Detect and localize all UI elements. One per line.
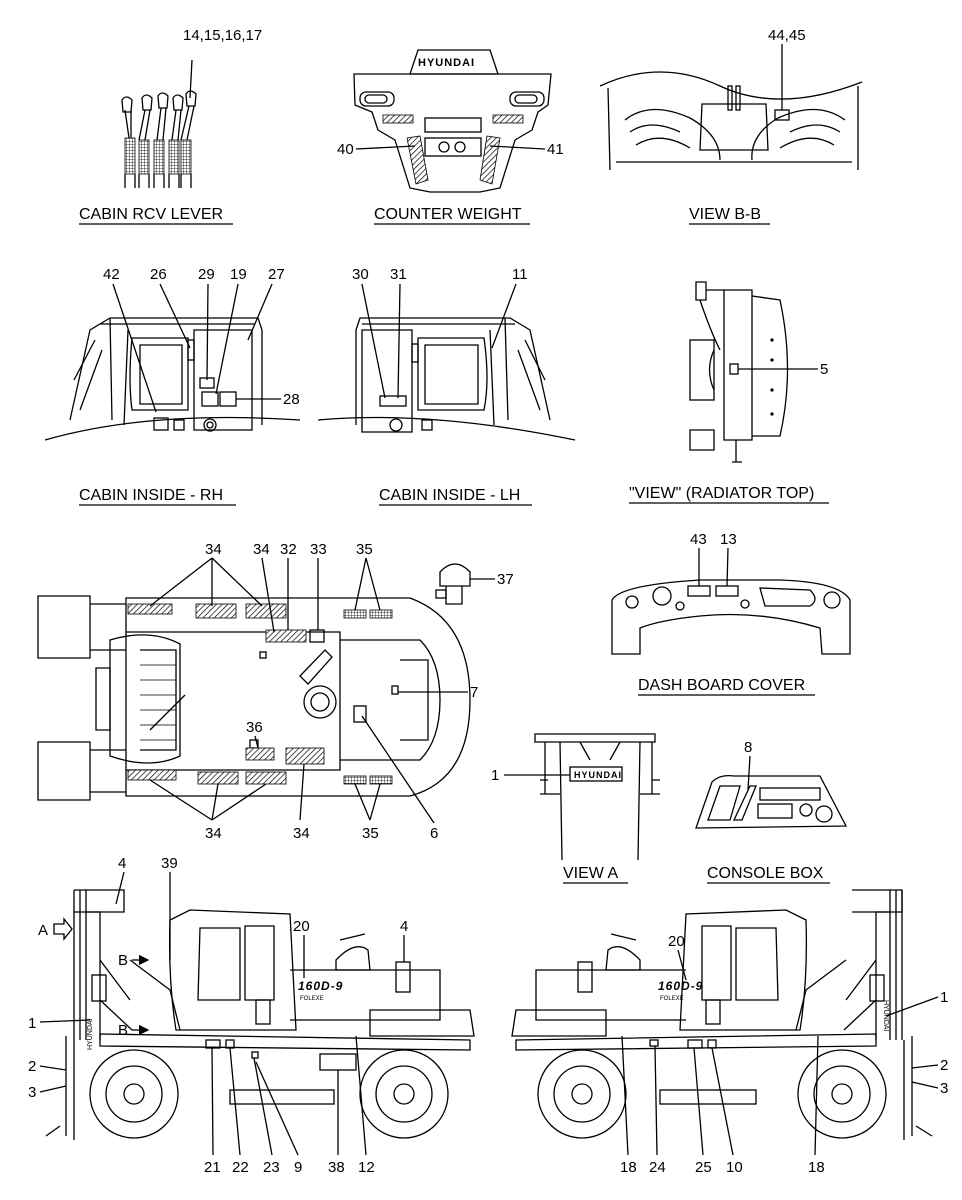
title-radiator-top: "VIEW" (RADIATOR TOP): [629, 485, 814, 502]
callout-36: 36: [246, 719, 263, 736]
view-a-brand-text: HYUNDAI: [574, 770, 622, 780]
callout-1-right: 1: [940, 989, 948, 1006]
machine-top-drawing: [37, 595, 471, 801]
callout-25: 25: [695, 1159, 712, 1176]
callout-b-top: B: [118, 952, 128, 969]
callout-34-top-b: 34: [253, 541, 270, 558]
mast-brand-right: HYUNDAI: [882, 1000, 889, 1032]
dash-board-cover-drawing: [611, 579, 851, 655]
callout-3-right: 3: [940, 1080, 948, 1097]
radiator-top-drawing: [689, 281, 789, 463]
cabin-inside-rh-view: 42 26 29 19 27 28 CABIN INSIDE - RH: [44, 266, 301, 506]
callout-6: 6: [430, 825, 438, 842]
callout-1-view-a: 1: [491, 767, 499, 784]
callout-35-top: 35: [356, 541, 373, 558]
counter-weight-view: HYUNDAI 40 41 COUNTER WEIGHT: [337, 49, 564, 225]
callout-2-left: 2: [28, 1058, 36, 1075]
callout-37: 37: [497, 571, 514, 588]
machine-left-side-view: 160D-9 FOLEXE HYUNDAI 4 39 20 4 A B B 1 …: [28, 855, 475, 1176]
title-dash-board-cover: DASH BOARD COVER: [638, 677, 805, 694]
title-view-bb: VIEW B-B: [689, 206, 761, 223]
callout-12: 12: [358, 1159, 375, 1176]
view-bb: 44,45 VIEW B-B: [599, 27, 863, 225]
callout-39: 39: [161, 855, 178, 872]
title-cabin-inside-rh: CABIN INSIDE - RH: [79, 487, 223, 504]
callout-23: 23: [263, 1159, 280, 1176]
cabin-rcv-lever-view: 14,15,16,17 CABIN RCV LEVER: [79, 27, 262, 225]
callout-43: 43: [690, 531, 707, 548]
callout-13: 13: [720, 531, 737, 548]
callout-44-45: 44,45: [768, 27, 806, 44]
callout-18-a: 18: [620, 1159, 637, 1176]
title-counter-weight: COUNTER WEIGHT: [374, 206, 522, 223]
beacon-item: 37: [435, 563, 514, 605]
callout-2-right: 2: [940, 1057, 948, 1074]
callout-14-17: 14,15,16,17: [183, 27, 262, 44]
callout-41: 41: [547, 141, 564, 158]
machine-top-view: 34 34 32 33 35 36 7 34 34 35 6: [37, 541, 478, 842]
callout-32: 32: [280, 541, 297, 558]
callout-38: 38: [328, 1159, 345, 1176]
callout-a-arrow: A: [38, 922, 48, 939]
console-box-view: 8 CONSOLE BOX: [695, 739, 848, 884]
callout-20-left: 20: [293, 918, 310, 935]
model-text-right: 160D-9: [658, 979, 703, 993]
callout-34-bottom-a: 34: [205, 825, 222, 842]
sub-text-right: FOLEXE: [660, 996, 684, 1002]
machine-left-drawing: 160D-9 FOLEXE HYUNDAI: [45, 889, 475, 1140]
view-a: HYUNDAI 1 VIEW A: [491, 733, 660, 884]
callout-34-bottom-b: 34: [293, 825, 310, 842]
callout-31: 31: [390, 266, 407, 283]
cabin-inside-lh-view: 30 31 11 CABIN INSIDE - LH: [317, 266, 576, 506]
counter-weight-drawing: HYUNDAI: [353, 49, 552, 193]
callout-24: 24: [649, 1159, 666, 1176]
cabin-inside-rh-drawing: [44, 317, 301, 441]
callout-9: 9: [294, 1159, 302, 1176]
callout-40: 40: [337, 141, 354, 158]
console-box-drawing: [695, 774, 848, 829]
callout-34-top-a: 34: [205, 541, 222, 558]
callout-19: 19: [230, 266, 247, 283]
callout-10: 10: [726, 1159, 743, 1176]
rcv-levers-drawing: [121, 59, 197, 188]
callout-7: 7: [470, 684, 478, 701]
callout-4-middle: 4: [400, 918, 408, 935]
callout-4-left: 4: [118, 855, 126, 872]
callout-26: 26: [150, 266, 167, 283]
callout-22: 22: [232, 1159, 249, 1176]
callout-35-bottom: 35: [362, 825, 379, 842]
radiator-top-view: 5 "VIEW" (RADIATOR TOP): [629, 281, 829, 504]
callout-3-left: 3: [28, 1084, 36, 1101]
callout-33: 33: [310, 541, 327, 558]
callout-20-right: 20: [668, 933, 685, 950]
callout-5: 5: [820, 361, 828, 378]
callout-29: 29: [198, 266, 215, 283]
counterweight-brand-text: HYUNDAI: [418, 57, 475, 69]
dash-board-cover-view: 43 13 DASH BOARD COVER: [611, 531, 851, 696]
mast-brand-left: HYUNDAI: [87, 1018, 94, 1050]
cabin-inside-lh-drawing: [317, 317, 576, 441]
machine-right-side-view: 160D-9 FOLEXE HYUNDAI 20 1 2 3 18 24 25 …: [511, 889, 948, 1176]
callout-8: 8: [744, 739, 752, 756]
view-a-drawing: HYUNDAI: [534, 733, 660, 861]
model-text-left: 160D-9: [298, 979, 343, 993]
title-cabin-inside-lh: CABIN INSIDE - LH: [379, 487, 520, 504]
callout-11: 11: [512, 266, 528, 283]
callout-b-bottom: B: [118, 1022, 128, 1039]
callout-21: 21: [204, 1159, 221, 1176]
view-bb-drawing: [599, 71, 863, 171]
machine-right-drawing: 160D-9 FOLEXE HYUNDAI: [511, 889, 933, 1140]
callout-30: 30: [352, 266, 369, 283]
title-view-a: VIEW A: [563, 865, 618, 882]
title-cabin-rcv-lever: CABIN RCV LEVER: [79, 206, 223, 223]
sub-text-left: FOLEXE: [300, 996, 324, 1002]
callout-1-left: 1: [28, 1015, 36, 1032]
callout-18-b: 18: [808, 1159, 825, 1176]
title-console-box: CONSOLE BOX: [707, 865, 824, 882]
callout-42: 42: [103, 266, 120, 283]
callout-28: 28: [283, 391, 300, 408]
callout-27: 27: [268, 266, 285, 283]
